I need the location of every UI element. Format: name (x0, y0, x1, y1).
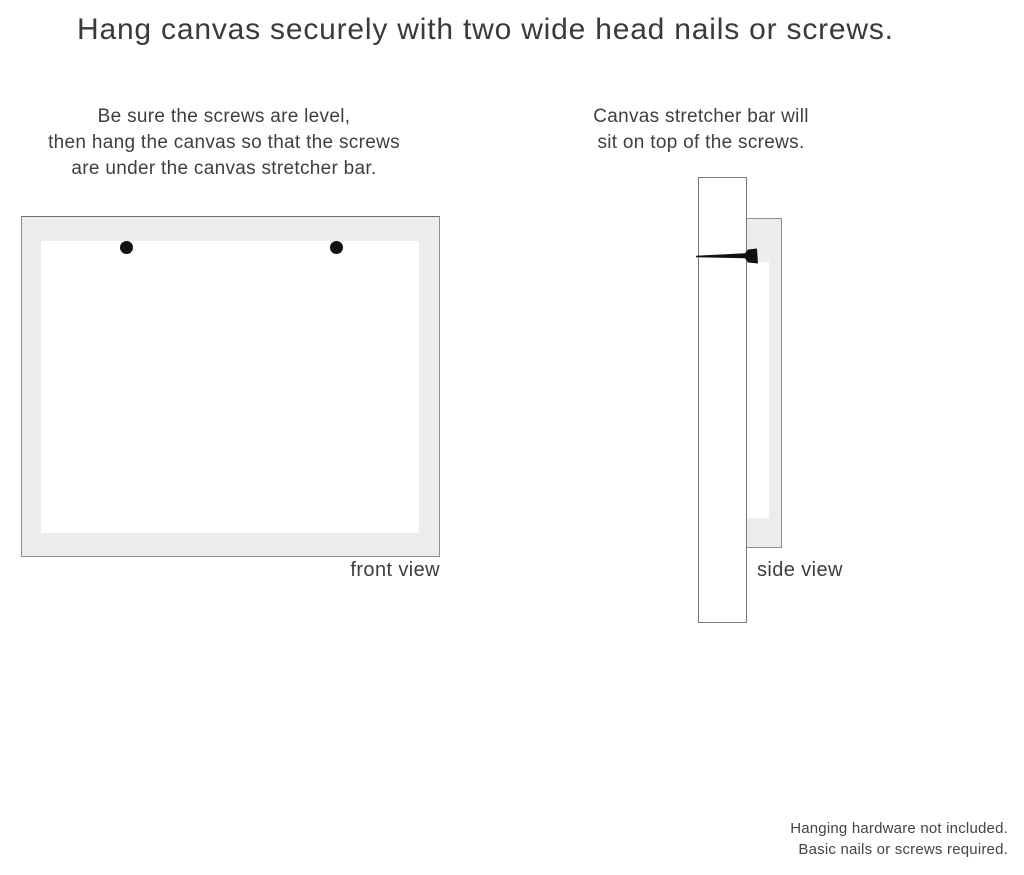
instruction-line: sit on top of the screws. (597, 132, 805, 153)
side-view-instructions: Canvas stretcher bar will sit on top of … (551, 104, 851, 156)
instruction-line: are under the canvas stretcher bar. (71, 158, 377, 179)
disclaimer-line: Basic nails or screws required. (798, 841, 1008, 858)
instruction-line: Canvas stretcher bar will (593, 106, 809, 127)
side-view-stretcher-bar (698, 177, 747, 623)
instruction-line: Be sure the screws are level, (97, 106, 351, 127)
front-view-label: front view (350, 559, 440, 581)
nail-icon (696, 248, 758, 264)
side-view-canvas-face (747, 262, 769, 518)
side-view-label: side view (757, 559, 843, 581)
front-view-canvas-face (41, 241, 419, 533)
side-view-canvas (746, 218, 782, 548)
screw-dot-left-icon (120, 241, 133, 254)
front-view-instructions: Be sure the screws are level, then hang … (28, 104, 420, 182)
disclaimer-line: Hanging hardware not included. (790, 820, 1008, 837)
screw-dot-right-icon (330, 241, 343, 254)
page-title: Hang canvas securely with two wide head … (77, 13, 894, 46)
front-view-canvas-frame (21, 216, 440, 557)
instruction-line: then hang the canvas so that the screws (48, 132, 400, 153)
hardware-disclaimer: Hanging hardware not included. Basic nai… (790, 818, 1008, 860)
